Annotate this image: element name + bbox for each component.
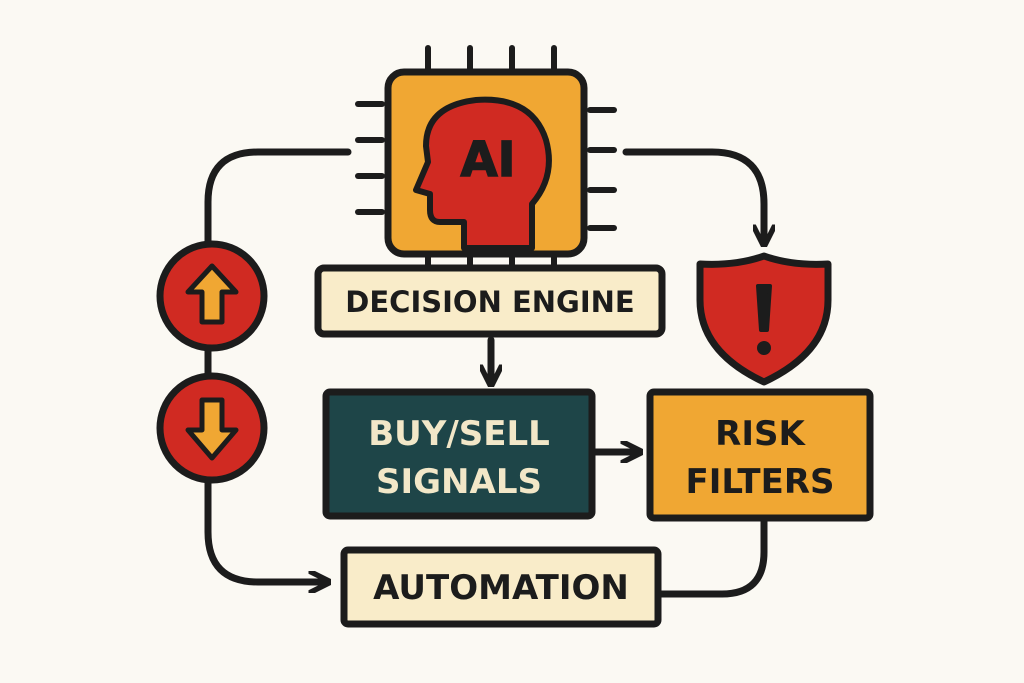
head-silhouette-icon bbox=[413, 96, 552, 251]
risk-label-line1: RISK bbox=[715, 414, 806, 454]
decision-engine-label: DECISION ENGINE bbox=[345, 285, 634, 319]
ai-chip-label: AI bbox=[460, 132, 515, 188]
automation-label: AUTOMATION bbox=[373, 568, 629, 608]
decision-engine-node: DECISION ENGINE bbox=[314, 264, 666, 338]
connector-risk-to-automation bbox=[656, 514, 768, 598]
buy-sell-signals-node: BUY/SELL SIGNALS bbox=[322, 388, 596, 520]
shield-warning-icon bbox=[696, 252, 832, 386]
risk-filters-node: RISK FILTERS bbox=[646, 388, 874, 522]
automation-node: AUTOMATION bbox=[340, 546, 662, 628]
risk-label-line2: FILTERS bbox=[686, 462, 835, 502]
ai-chip-icon: AI bbox=[355, 45, 617, 273]
up-arrow-circle-icon bbox=[156, 240, 268, 352]
connector-chip-to-shield bbox=[622, 148, 764, 238]
signals-label-line2: SIGNALS bbox=[376, 462, 542, 502]
down-arrow-circle-icon bbox=[156, 372, 268, 484]
connectors bbox=[204, 148, 768, 598]
signals-label-line1: BUY/SELL bbox=[368, 414, 550, 454]
connector-chip-to-automation bbox=[204, 148, 352, 582]
